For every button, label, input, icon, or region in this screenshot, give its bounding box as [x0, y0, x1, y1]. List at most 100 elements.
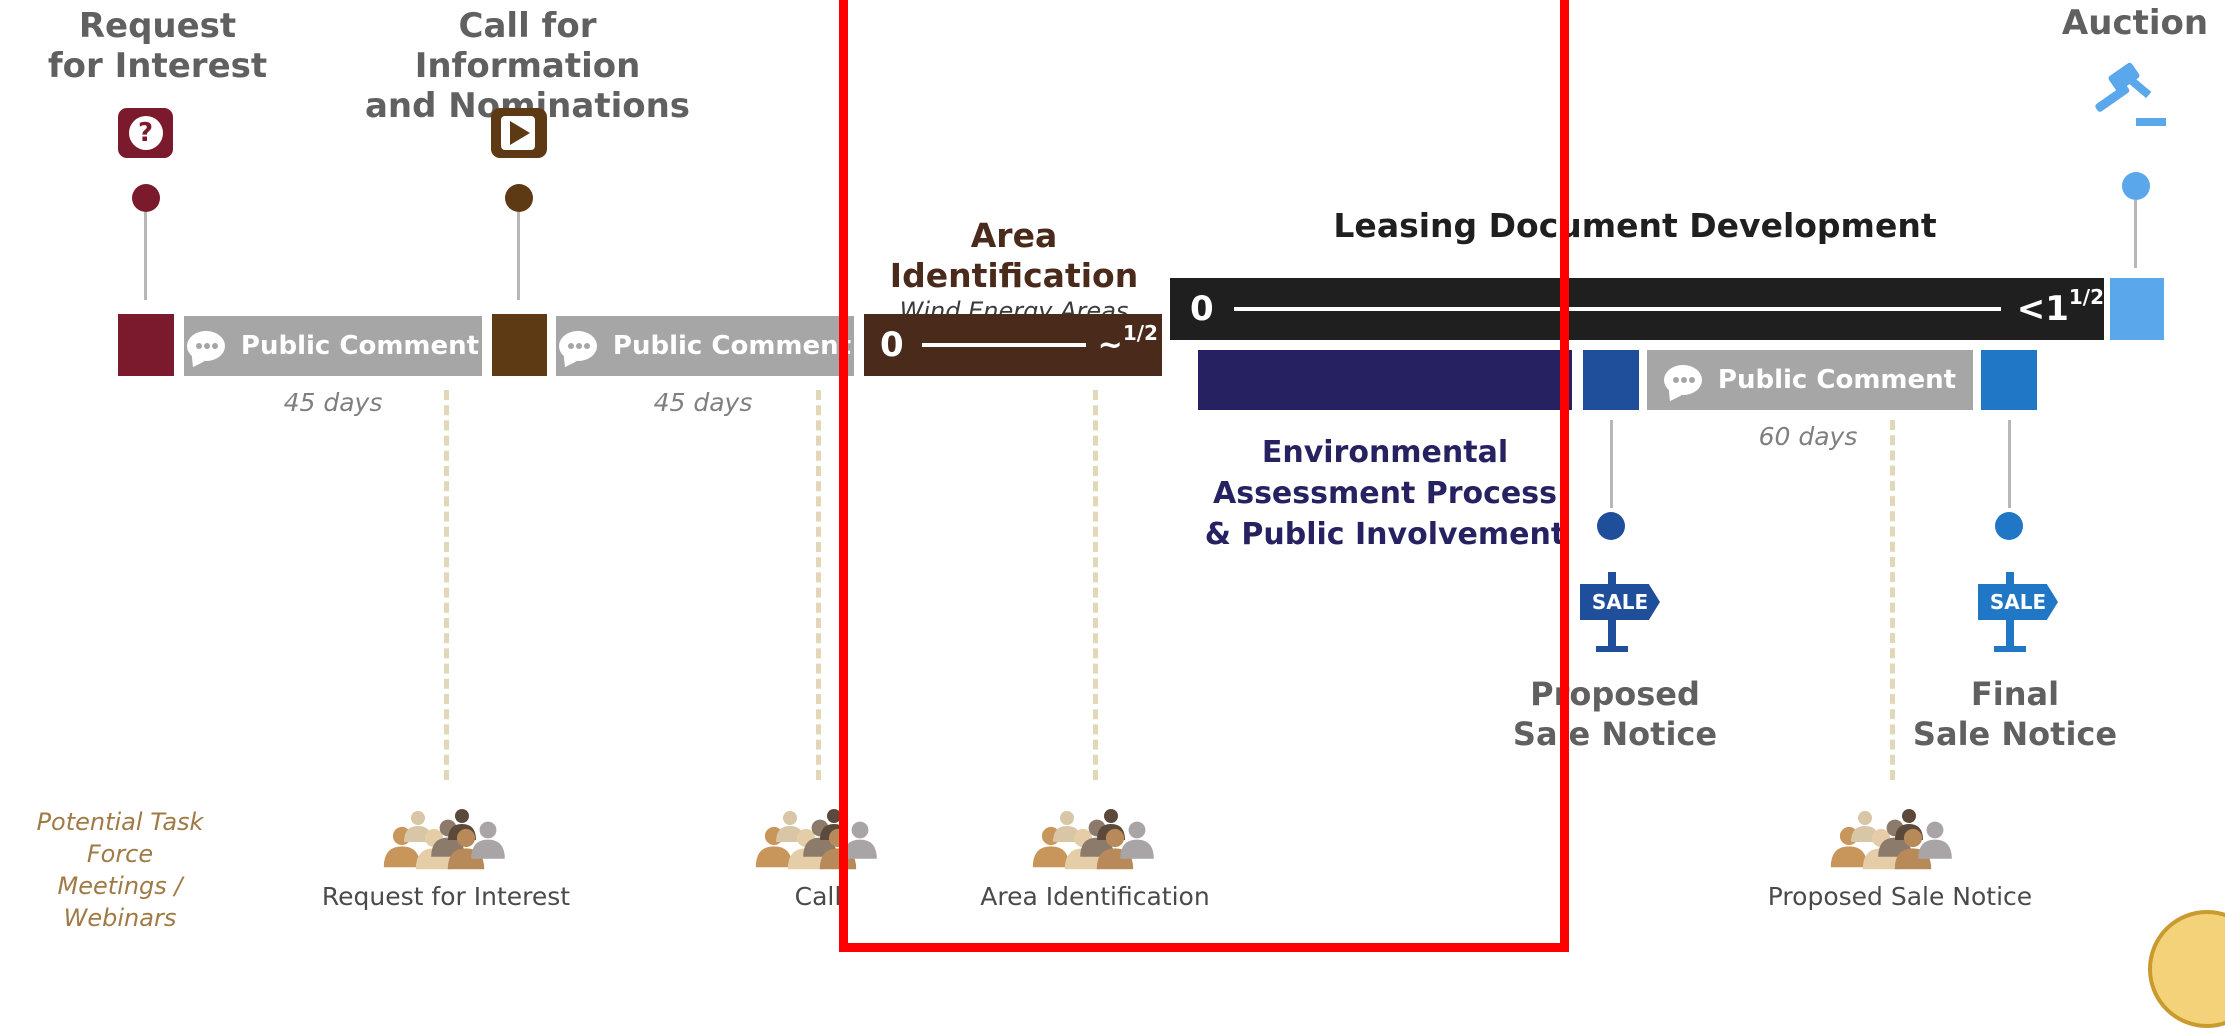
auction-stem	[2134, 200, 2137, 268]
request-dot	[132, 184, 160, 212]
request-title-line2: for Interest	[47, 46, 268, 86]
person-body	[843, 839, 877, 859]
final-sale-notice-title: Final Sale Notice	[1900, 674, 2130, 754]
speech-bubble-icon	[1663, 365, 1702, 395]
env-line1: Environmental	[1261, 435, 1509, 470]
sale-sign-board: SALE	[1580, 584, 1660, 620]
fsn-line2: Sale Notice	[1912, 715, 2118, 753]
person-icon	[479, 821, 497, 839]
person-icon	[827, 809, 841, 823]
person-body	[1830, 846, 1868, 868]
call-for-information-title: Call for Information and Nominations	[350, 6, 705, 126]
person-body	[383, 846, 421, 868]
call-title-line1: Call for Information	[414, 6, 641, 86]
meeting-label: Area Identification	[980, 882, 1210, 911]
request-title-line1: Request	[78, 6, 237, 46]
environmental-assessment-label: Environmental Assessment Process & Publi…	[1185, 432, 1585, 555]
days-label-1: 45 days	[283, 388, 383, 417]
person-body	[1918, 839, 1952, 859]
request-for-interest-title: Request for Interest	[45, 6, 270, 86]
fsn-stem	[2008, 420, 2011, 508]
psn-dot	[1597, 512, 1625, 540]
leasing-duration-start: 0	[1190, 289, 1214, 329]
gavel-icon	[2090, 62, 2170, 132]
meeting-label: Call	[794, 882, 842, 911]
fsn-line1: Final	[1970, 675, 2060, 713]
person-icon	[783, 811, 797, 825]
person-body	[1120, 839, 1154, 859]
department-seal	[2148, 910, 2225, 1028]
sale-sign-base	[1994, 646, 2026, 652]
dashed-connector	[1890, 420, 1895, 780]
psn-line1: Proposed	[1530, 675, 1700, 713]
env-line2: Assessment Process	[1213, 476, 1557, 511]
person-body	[471, 839, 505, 859]
task-force-line1: Potential Task Force	[36, 808, 204, 868]
proposed-sale-notice-title: Proposed Sale Notice	[1500, 674, 1730, 754]
person-icon	[1902, 809, 1916, 823]
task-force-label: Potential Task Force Meetings / Webinars	[0, 806, 240, 934]
days-label-3: 60 days	[1758, 422, 1858, 451]
sale-sign-board: SALE	[1978, 584, 2058, 620]
days-label-2: 45 days	[653, 388, 753, 417]
question-icon-glyph: ?	[128, 116, 163, 150]
leasing-document-title: Leasing Document Development	[1333, 206, 1937, 245]
person-icon	[851, 821, 869, 839]
person-icon	[1128, 821, 1146, 839]
request-stage-block	[118, 314, 174, 376]
public-comment-label-2: Public Comment	[612, 331, 852, 361]
auction-block	[2110, 278, 2164, 340]
public-comment-label-1: Public Comment	[240, 331, 480, 361]
person-icon	[1105, 828, 1125, 848]
person-icon	[411, 811, 425, 825]
request-stem	[144, 212, 147, 300]
public-comment-bar-1: Public Comment	[184, 316, 482, 376]
area-duration-end-sup: 1/2	[1122, 321, 1158, 345]
person-icon	[456, 828, 476, 848]
people-group-icon	[1032, 809, 1154, 870]
auction-dot	[2122, 172, 2150, 200]
area-duration-start: 0	[880, 325, 904, 365]
env-line3: & Public Involvement	[1204, 517, 1566, 552]
leasing-duration-end: <1	[2016, 289, 2069, 329]
call-stem	[517, 212, 520, 300]
meeting-label: Request for Interest	[321, 882, 571, 911]
area-identification-title: Area Identification Wind Energy Areas	[855, 216, 1173, 326]
person-icon	[1858, 811, 1872, 825]
sale-sign-icon: SALE	[1580, 572, 1660, 654]
psn-line2: Sale Notice	[1512, 715, 1718, 753]
call-stage-block	[492, 314, 547, 376]
person-body	[755, 846, 793, 868]
public-comment-label-3: Public Comment	[1717, 365, 1957, 395]
area-duration-bar: 0 ~ 1/2	[864, 314, 1162, 376]
area-duration-line	[921, 343, 1086, 347]
speech-bubble-icon	[558, 331, 597, 361]
call-dot	[505, 184, 533, 212]
area-title: Area Identification	[889, 216, 1139, 295]
person-icon	[1060, 811, 1074, 825]
task-force-line2: Meetings / Webinars	[57, 872, 183, 932]
person-icon	[1104, 809, 1118, 823]
proposed-sale-block	[1583, 350, 1639, 410]
person-body	[1032, 846, 1070, 868]
person-icon	[1903, 828, 1923, 848]
play-icon	[491, 108, 547, 158]
gavel-icon-svg	[2095, 62, 2166, 126]
meeting-label: Proposed Sale Notice	[1767, 882, 2033, 911]
public-comment-bar-3: Public Comment	[1647, 350, 1973, 410]
person-icon	[455, 809, 469, 823]
dashed-connector	[444, 390, 449, 780]
play-icon-triangle	[510, 121, 530, 145]
final-sale-block	[1981, 350, 2037, 410]
public-comment-bar-2: Public Comment	[556, 316, 854, 376]
highlight-rectangle	[839, 0, 1569, 952]
dashed-connector	[816, 390, 821, 780]
psn-stem	[1610, 420, 1613, 508]
question-icon: ?	[118, 108, 173, 158]
sale-sign-icon: SALE	[1978, 572, 2058, 654]
sale-sign-base	[1596, 646, 1628, 652]
dashed-connector	[1093, 390, 1098, 780]
fsn-dot	[1995, 512, 2023, 540]
area-duration-end: ~	[1097, 327, 1123, 363]
leasing-duration-end-sup: 1/2	[2068, 285, 2104, 309]
